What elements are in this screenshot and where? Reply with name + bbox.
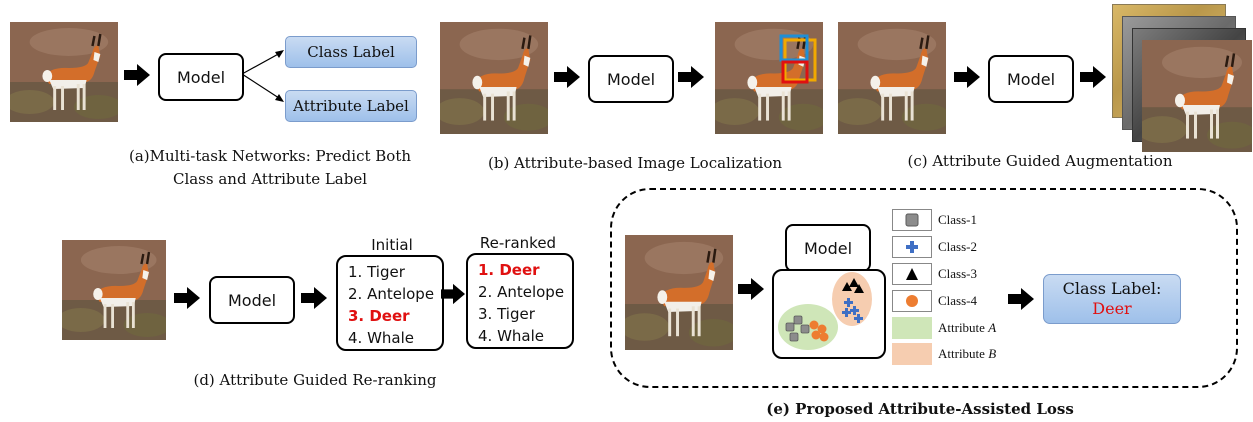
initial-rank-4: 4. Whale: [348, 329, 415, 347]
panel-b-caption-text: (b) Attribute-based Image Localization: [487, 154, 783, 172]
initial-rank-1: 1. Tiger: [348, 263, 405, 281]
class-3-marker: [842, 282, 852, 291]
class-1-marker: [785, 322, 795, 332]
reranked-title: Re-ranked: [479, 234, 557, 252]
panel-d-model-box: Model: [209, 276, 295, 324]
reranked-list: 1. Deer 2. Antelope 3. Tiger 4. Whale: [466, 253, 574, 349]
class-2-markers: [842, 298, 863, 323]
panel-a-caption-line1: (a)Multi-task Networks: Predict Both: [128, 147, 412, 165]
attribute-a-swatch: [892, 317, 932, 339]
feature-space-box: [772, 269, 886, 359]
final-class-label-value: Deer: [1092, 299, 1132, 318]
final-class-label-output: Class Label: Deer: [1043, 274, 1181, 324]
class-4-marker: [809, 320, 819, 330]
reranked-rank-3: 3. Tiger: [478, 305, 535, 323]
panel-c-caption-text: (c) Attribute Guided Augmentation: [907, 152, 1173, 170]
panel-b-arrow-in-icon: [554, 66, 580, 88]
panel-a-arrow-icon: [124, 64, 150, 86]
panel-c-antelope-image: [838, 22, 946, 134]
legend-class-2: Class-2: [892, 236, 977, 258]
legend-class-3: Class-3: [892, 263, 977, 285]
legend-class-2-label: Class-2: [938, 239, 977, 254]
panel-a-model-box: Model: [158, 53, 244, 101]
panel-a-model-label: Model: [176, 67, 226, 87]
panel-b-localized-image: [715, 22, 823, 134]
reranked-rank-2: 2. Antelope: [478, 283, 565, 301]
panel-d-arrow-in-icon: [174, 287, 200, 309]
final-class-label-title: Class Label:: [1062, 279, 1162, 298]
panel-d-antelope-image: [62, 240, 166, 340]
class-4-marker: [819, 332, 829, 342]
initial-ranking-title: Initial: [371, 236, 413, 254]
class-1-swatch-icon: [892, 209, 932, 231]
legend-attribute-a: Attribute A: [892, 317, 996, 339]
proposed-method-dashed-frame: [610, 188, 1238, 388]
class-4-marker: [817, 324, 827, 334]
class-4-marker: [811, 330, 821, 340]
class-1-marker: [800, 324, 810, 334]
class-4-swatch-icon: [892, 290, 932, 312]
legend-attribute-a-label: Attribute A: [938, 320, 997, 335]
class-label-output: Class Label: [285, 36, 417, 68]
panel-c-model-box: Model: [988, 55, 1074, 103]
class-1-marker: [789, 332, 799, 342]
class-2-swatch-icon: [892, 236, 932, 258]
panel-c-arrow-in-icon: [954, 66, 980, 88]
panel-d-model-label: Model: [227, 290, 277, 310]
legend-class-1: Class-1: [892, 209, 977, 231]
attribute-b-swatch: [892, 343, 932, 365]
attribute-b-region: [832, 272, 872, 326]
class-3-marker: [854, 284, 864, 293]
panel-e-model-box: Model: [785, 224, 871, 272]
class-3-swatch-icon: [892, 263, 932, 285]
initial-rank-2: 2. Antelope: [348, 285, 435, 303]
augmented-image-stack: [1110, 4, 1253, 154]
legend-class-4: Class-4: [892, 290, 977, 312]
panel-e-antelope-image: [625, 235, 733, 350]
initial-ranking-list: 1. Tiger 2. Antelope 3. Deer 4. Whale: [336, 255, 444, 351]
class-label-text: Class Label: [307, 43, 395, 61]
legend-class-4-label: Class-4: [938, 293, 977, 308]
legend-attribute-b-label: Attribute B: [938, 346, 997, 361]
panel-c-model-label: Model: [1006, 69, 1056, 89]
localization-box-red: [781, 60, 809, 84]
panel-b-antelope-image: [440, 22, 548, 134]
initial-rank-3: 3. Deer: [348, 307, 410, 325]
panel-d-arrow-mid-icon: [301, 287, 327, 309]
class-3-marker: [849, 278, 859, 287]
panel-a-caption: (a)Multi-task Networks: Predict Both Cla…: [120, 145, 420, 191]
panel-d-arrow-out-icon: [441, 283, 465, 305]
panel-d-caption: (d) Attribute Guided Re-ranking: [170, 369, 460, 392]
panel-d-caption-text: (d) Attribute Guided Re-ranking: [193, 371, 437, 389]
panel-b-caption: (b) Attribute-based Image Localization: [470, 152, 800, 175]
legend-attribute-b: Attribute B: [892, 343, 996, 365]
panel-b-model-box: Model: [588, 55, 674, 103]
class-1-marker: [793, 315, 803, 325]
augmented-image-4: [1142, 40, 1252, 152]
panel-a-antelope-image: [10, 22, 118, 122]
panel-b-arrow-out-icon: [678, 66, 704, 88]
attribute-label-output: Attribute Label: [285, 90, 417, 122]
reranked-rank-1: 1. Deer: [478, 261, 540, 279]
localization-box-blue: [779, 34, 809, 62]
panel-e-model-label: Model: [803, 238, 853, 258]
panel-a-branch-arrows: [242, 50, 284, 102]
panel-b-model-label: Model: [606, 69, 656, 89]
panel-c-caption: (c) Attribute Guided Augmentation: [880, 150, 1200, 173]
legend: Class-1 Class-2 Class-3 Class-4 Attribut…: [892, 209, 1002, 369]
panel-c-arrow-out-icon: [1080, 66, 1106, 88]
attribute-label-text: Attribute Label: [293, 97, 409, 115]
legend-class-1-label: Class-1: [938, 212, 977, 227]
panel-a-caption-line2: Class and Attribute Label: [172, 170, 368, 188]
panel-e-caption: (e) Proposed Attribute-Assisted Loss: [740, 398, 1100, 421]
panel-e-arrow-out-icon: [1008, 288, 1034, 310]
panel-e-caption-text: (e) Proposed Attribute-Assisted Loss: [766, 400, 1074, 418]
panel-e-arrow-in-icon: [738, 278, 764, 300]
legend-class-3-label: Class-3: [938, 266, 977, 281]
reranked-rank-4: 4. Whale: [478, 327, 545, 345]
